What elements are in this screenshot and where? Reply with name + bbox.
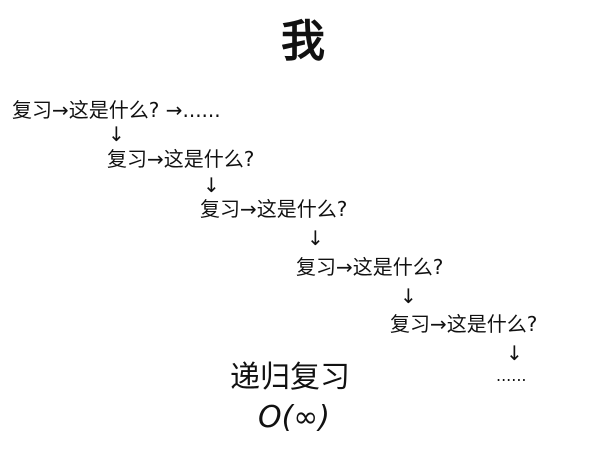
step-text: 复习→这是什么? [200, 197, 348, 221]
down-arrow-icon: ↓ [203, 173, 220, 197]
step-text: 复习→这是什么? [107, 147, 255, 171]
step-text: 复习→这是什么? →...... [12, 98, 221, 122]
complexity-text: O(∞) [258, 400, 331, 435]
caption-text: 递归复习 [230, 360, 350, 395]
step-text: 复习→这是什么? [296, 255, 444, 279]
down-arrow-icon: ↓ [307, 226, 324, 250]
page-title: 我 [281, 16, 325, 67]
down-arrow-icon: ↓ [108, 122, 125, 146]
down-arrow-icon: ↓ [400, 284, 417, 308]
continuation-ellipsis: ...... [496, 366, 527, 385]
down-arrow-icon: ↓ [506, 341, 523, 365]
step-text: 复习→这是什么? [390, 312, 538, 336]
